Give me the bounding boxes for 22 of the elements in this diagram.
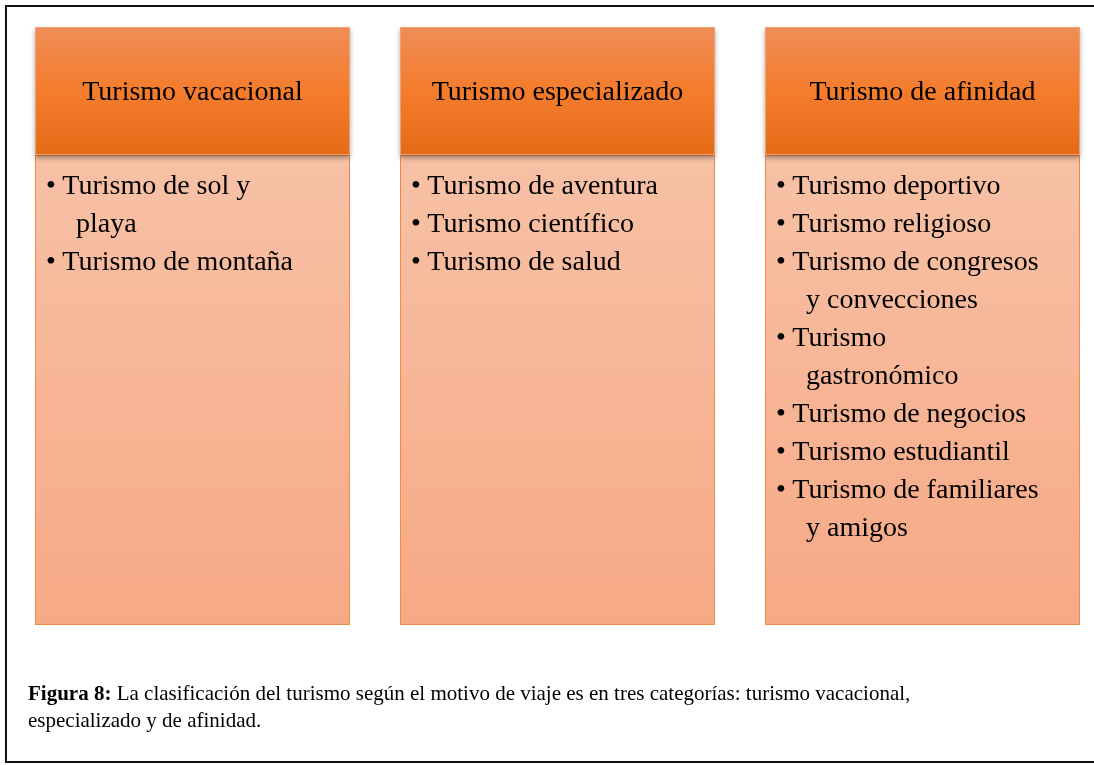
list-item: • Turismo gastronómico [775,320,960,392]
list-item: • Turismo estudiantil [775,434,1011,468]
category-header [765,27,1080,155]
header-text: Turismo de afinidad [808,75,1037,107]
header-text: Turismo especializado [430,75,685,107]
list-item: • Turismo de negocios [775,396,1028,430]
list-item: • Turismo de aventura [410,168,659,202]
list-item: • Turismo de congresos y convecciones [775,244,1039,316]
list-item: • Turismo de familiares y amigos [775,472,1039,544]
list-item: • Turismo de montaña [45,244,295,278]
list-item: • Turismo científico [410,206,635,240]
list-item: • Turismo de salud [410,244,622,278]
category-header [35,27,350,155]
category-header [400,27,715,155]
category-list-box [35,155,350,625]
figure-caption: Figura 8: La clasificación del turismo según el motivo de viaje es en tres categorías: turismo vacacional, especializado y de afinidad. [28,680,912,734]
list-item: • Turismo deportivo [775,168,1002,202]
category-list-box [400,155,715,625]
category-list-box [765,155,1080,625]
list-item: • Turismo religioso [775,206,993,240]
list-item: • Turismo de sol y playa [45,168,252,240]
header-text: Turismo vacacional [81,75,304,107]
